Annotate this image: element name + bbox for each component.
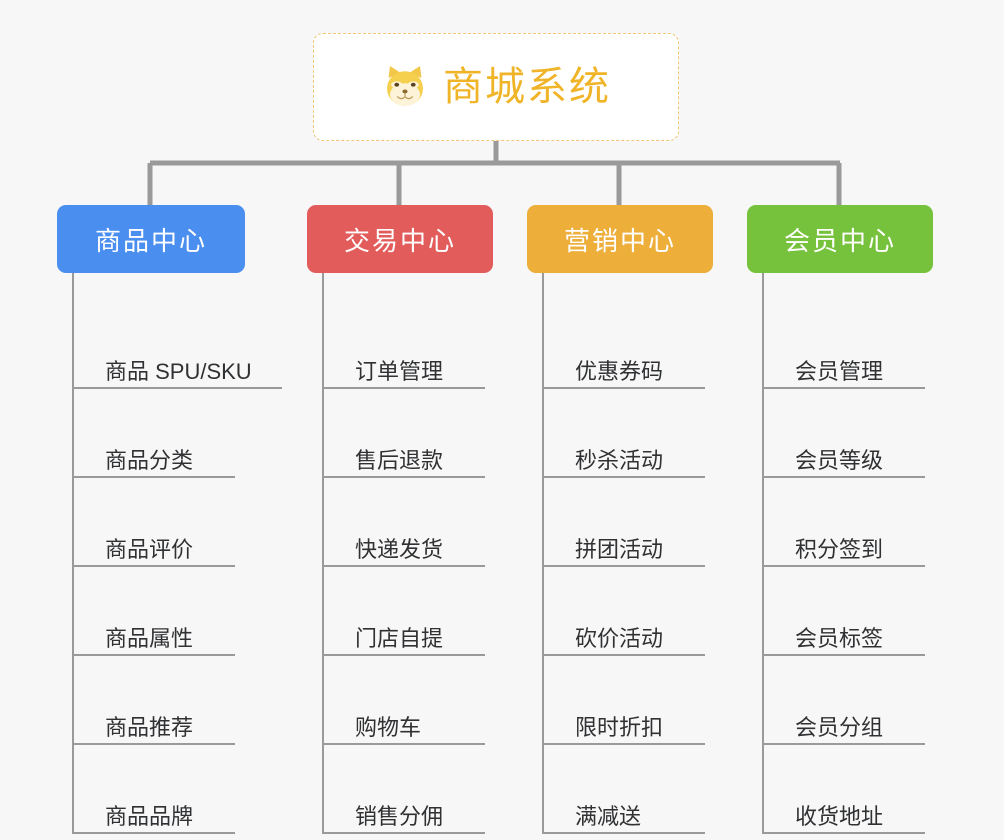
leaf-label: 优惠券码 — [575, 358, 664, 384]
leaf-label: 满减送 — [575, 803, 642, 829]
leaf-item[interactable]: 购物车 — [322, 656, 485, 745]
shiba-dog-face-icon — [381, 63, 429, 111]
category-box-交易中心[interactable]: 交易中心 — [307, 205, 493, 273]
leaf-item[interactable]: 售后退款 — [322, 389, 485, 478]
leaf-label: 拼团活动 — [575, 536, 664, 562]
category-label: 交易中心 — [343, 225, 456, 256]
leaf-item[interactable]: 限时折扣 — [542, 656, 705, 745]
root-node[interactable]: 商城系统 — [313, 33, 679, 141]
leaf-label: 商品 SPU/SKU — [105, 358, 252, 384]
category-box-商品中心[interactable]: 商品中心 — [57, 205, 245, 273]
leaf-label: 商品分类 — [105, 447, 194, 473]
leaf-item[interactable]: 会员等级 — [762, 389, 925, 478]
leaf-label: 收货地址 — [795, 803, 884, 829]
leaf-item[interactable]: 拼团活动 — [542, 478, 705, 567]
leaf-item[interactable]: 会员标签 — [762, 567, 925, 656]
leaf-item[interactable]: 积分签到 — [762, 478, 925, 567]
leaf-label: 限时折扣 — [575, 714, 664, 740]
leaf-label: 订单管理 — [355, 358, 444, 384]
leaf-label: 商品属性 — [105, 625, 194, 651]
branch-column-1: 交易中心 订单管理 售后退款 快递发货 门店自提 购物车 销售分佣 — [307, 205, 495, 834]
leaf-item[interactable]: 收货地址 — [762, 745, 925, 834]
leaf-label: 砍价活动 — [575, 625, 664, 651]
leaf-list-2: 优惠券码 秒杀活动 拼团活动 砍价活动 限时折扣 满减送 — [542, 273, 715, 834]
leaf-item[interactable]: 商品属性 — [72, 567, 235, 656]
leaf-item[interactable]: 优惠券码 — [542, 300, 705, 389]
leaf-list-0: 商品 SPU/SKU 商品分类 商品评价 商品属性 商品推荐 商品品牌 — [72, 273, 282, 834]
leaf-item[interactable]: 商品评价 — [72, 478, 235, 567]
category-label: 会员中心 — [783, 225, 896, 256]
leaf-item[interactable]: 商品分类 — [72, 389, 235, 478]
leaf-item[interactable]: 订单管理 — [322, 300, 485, 389]
leaf-item[interactable]: 商品推荐 — [72, 656, 235, 745]
leaf-item[interactable]: 商品品牌 — [72, 745, 235, 834]
category-box-会员中心[interactable]: 会员中心 — [747, 205, 933, 273]
leaf-item[interactable]: 门店自提 — [322, 567, 485, 656]
leaf-label: 销售分佣 — [355, 803, 444, 829]
leaf-item[interactable]: 会员分组 — [762, 656, 925, 745]
branch-column-3: 会员中心 会员管理 会员等级 积分签到 会员标签 会员分组 收货地址 — [747, 205, 935, 834]
branch-column-2: 营销中心 优惠券码 秒杀活动 拼团活动 砍价活动 限时折扣 满减送 — [527, 205, 715, 834]
leaf-label: 商品推荐 — [105, 714, 194, 740]
category-label: 营销中心 — [563, 225, 676, 256]
leaf-label: 秒杀活动 — [575, 447, 664, 473]
root-title: 商城系统 — [443, 65, 611, 109]
leaf-item[interactable]: 销售分佣 — [322, 745, 485, 834]
category-box-营销中心[interactable]: 营销中心 — [527, 205, 713, 273]
leaf-label: 门店自提 — [355, 625, 444, 651]
leaf-label: 会员分组 — [795, 714, 884, 740]
leaf-label: 会员标签 — [795, 625, 884, 651]
leaf-item[interactable]: 砍价活动 — [542, 567, 705, 656]
leaf-item[interactable]: 满减送 — [542, 745, 705, 834]
leaf-list-1: 订单管理 售后退款 快递发货 门店自提 购物车 销售分佣 — [322, 273, 495, 834]
leaf-item[interactable]: 会员管理 — [762, 300, 925, 389]
leaf-item[interactable]: 快递发货 — [322, 478, 485, 567]
leaf-item[interactable]: 商品 SPU/SKU — [72, 300, 282, 389]
leaf-label: 售后退款 — [355, 447, 444, 473]
leaf-item[interactable]: 秒杀活动 — [542, 389, 705, 478]
leaf-label: 会员等级 — [795, 447, 884, 473]
leaf-label: 购物车 — [355, 714, 422, 740]
leaf-label: 商品品牌 — [105, 803, 194, 829]
leaf-label: 快递发货 — [355, 536, 444, 562]
leaf-label: 会员管理 — [795, 358, 884, 384]
leaf-label: 积分签到 — [795, 536, 884, 562]
category-label: 商品中心 — [94, 225, 207, 256]
leaf-list-3: 会员管理 会员等级 积分签到 会员标签 会员分组 收货地址 — [762, 273, 935, 834]
leaf-label: 商品评价 — [105, 536, 194, 562]
branch-column-0: 商品中心 商品 SPU/SKU 商品分类 商品评价 商品属性 商品推荐 商品品牌 — [57, 205, 282, 834]
